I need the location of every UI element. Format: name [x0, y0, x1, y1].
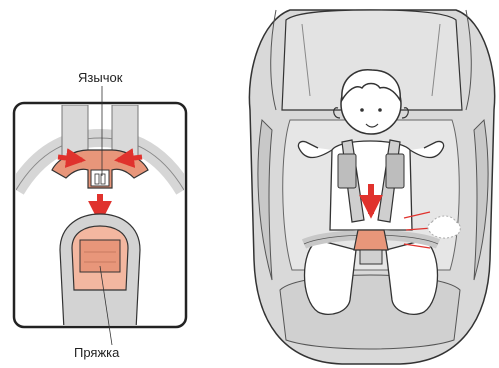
squeeze-arrow-right — [118, 157, 142, 160]
buckle-part — [60, 214, 140, 330]
detail-inset — [14, 86, 186, 345]
squeeze-arrow-left — [58, 157, 82, 160]
